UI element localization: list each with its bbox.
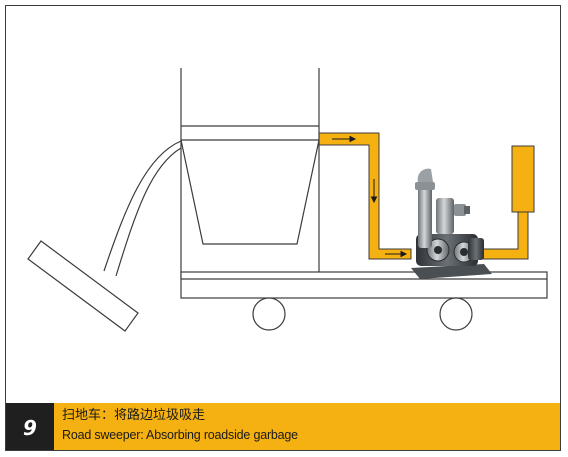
suction-nozzle bbox=[27, 240, 139, 332]
figure-frame: 9 扫地车：将路边垃圾吸走 Road sweeper: Absorbing ro… bbox=[5, 5, 561, 451]
blower-unit-icon bbox=[411, 168, 492, 279]
figure-number: 9 bbox=[6, 403, 54, 450]
suction-duct bbox=[318, 132, 412, 260]
figure-caption: 9 扫地车：将路边垃圾吸走 Road sweeper: Absorbing ro… bbox=[6, 403, 560, 450]
truck-chassis bbox=[180, 271, 548, 299]
silencer-box bbox=[511, 145, 535, 213]
flow-arrow-icon bbox=[332, 135, 408, 258]
collection-tank bbox=[180, 68, 320, 279]
caption-text: 扫地车：将路边垃圾吸走 Road sweeper: Absorbing road… bbox=[62, 407, 298, 445]
suction-hose bbox=[103, 140, 182, 277]
wheel-rear bbox=[439, 297, 473, 331]
caption-english: Road sweeper: Absorbing roadside garbage bbox=[62, 428, 298, 442]
wheel-front bbox=[252, 297, 286, 331]
caption-chinese: 扫地车：将路边垃圾吸走 bbox=[62, 408, 206, 423]
road-sweeper-diagram bbox=[27, 68, 548, 332]
